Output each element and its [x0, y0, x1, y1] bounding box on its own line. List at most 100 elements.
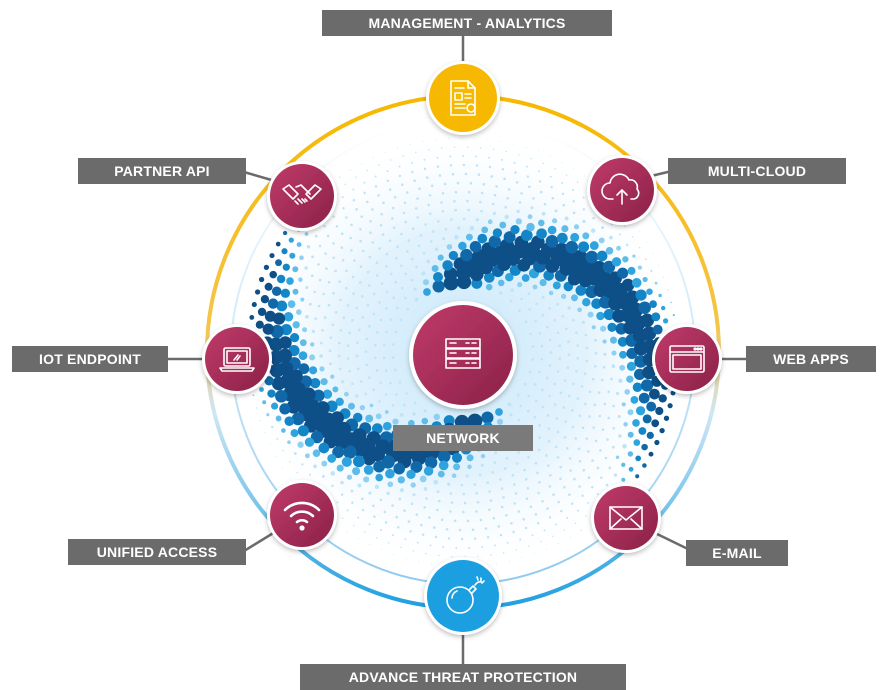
swirl-dot	[301, 463, 304, 466]
swirl-dot	[547, 440, 551, 443]
swirl-dot	[550, 156, 552, 158]
swirl-dot	[386, 491, 390, 496]
swirl-dot	[481, 546, 484, 549]
swirl-dot	[454, 190, 458, 194]
swirl-dot	[500, 140, 502, 142]
swirl-dot	[548, 290, 554, 296]
swirl-dot	[528, 545, 530, 547]
swirl-dot	[627, 431, 634, 438]
swirl-dot	[418, 187, 421, 190]
swirl-dot	[563, 529, 566, 531]
swirl-dot	[518, 309, 521, 312]
swirl-dot	[400, 183, 404, 186]
swirl-dot	[545, 454, 548, 457]
swirl-dot	[528, 370, 532, 374]
swirl-dot	[566, 447, 569, 450]
swirl-dot	[667, 289, 669, 291]
swirl-dot	[522, 518, 526, 521]
swirl-dot	[404, 220, 408, 224]
swirl-dot	[435, 139, 437, 141]
swirl-dot	[341, 259, 345, 262]
swirl-dot	[332, 291, 336, 295]
swirl-dot	[267, 389, 276, 398]
swirl-dot	[573, 249, 588, 264]
swirl-dot	[646, 401, 657, 412]
swirl-dot	[473, 483, 477, 486]
swirl-dot	[531, 358, 534, 361]
swirl-dot	[441, 210, 445, 213]
swirl-dot	[371, 241, 375, 244]
swirl-dot	[453, 146, 456, 148]
swirl-dot	[423, 487, 428, 491]
swirl-dot	[283, 312, 294, 322]
swirl-dot	[635, 455, 642, 462]
swirl-dot	[358, 328, 361, 332]
swirl-dot	[337, 354, 341, 358]
swirl-dot	[494, 544, 496, 547]
swirl-dot	[581, 320, 585, 324]
swirl-dot	[604, 456, 608, 460]
swirl-dot	[352, 188, 355, 191]
swirl-dot	[437, 449, 451, 463]
swirl-dot	[394, 330, 398, 334]
swirl-dot	[632, 254, 636, 258]
swirl-dot	[510, 288, 514, 292]
swirl-dot	[531, 345, 535, 348]
swirl-dot	[453, 463, 461, 471]
swirl-dot	[481, 226, 489, 234]
swirl-dot	[462, 510, 465, 514]
swirl-dot	[268, 350, 284, 365]
swirl-dot	[391, 404, 395, 407]
swirl-dot	[489, 499, 493, 502]
swirl-dot	[447, 537, 451, 540]
swirl-dot	[377, 194, 380, 197]
swirl-dot	[312, 389, 325, 402]
swirl-dot	[463, 501, 467, 505]
swirl-dot	[548, 364, 552, 367]
swirl-dot	[423, 409, 427, 413]
swirl-dot	[638, 427, 647, 435]
swirl-dot	[670, 301, 673, 304]
swirl-dot	[449, 164, 453, 167]
swirl-dot	[396, 245, 399, 248]
swirl-dot	[451, 173, 455, 176]
swirl-dot	[642, 414, 652, 424]
swirl-dot	[477, 173, 481, 176]
swirl-dot	[252, 394, 255, 397]
swirl-dot	[621, 402, 626, 407]
swirl-dot	[582, 468, 586, 472]
swirl-dot	[548, 485, 552, 488]
swirl-dot	[346, 509, 349, 512]
swirl-dot	[373, 515, 376, 518]
swirl-dot	[582, 232, 590, 240]
swirl-dot	[318, 278, 322, 282]
swirl-dot	[539, 190, 543, 194]
swirl-dot	[572, 318, 575, 322]
swirl-dot	[373, 460, 385, 473]
swirl-dot	[378, 164, 380, 166]
swirl-dot	[592, 260, 607, 275]
swirl-dot	[587, 311, 594, 318]
swirl-dot	[590, 485, 594, 489]
swirl-dot	[596, 250, 608, 262]
swirl-dot	[538, 170, 540, 173]
swirl-dot	[612, 404, 615, 408]
swirl-dot	[355, 354, 359, 358]
swirl-dot	[424, 223, 427, 226]
swirl-dot	[576, 344, 580, 347]
swirl-dot	[536, 471, 539, 475]
swirl-dot	[525, 165, 528, 168]
swirl-dot	[466, 146, 469, 148]
swirl-dot	[453, 519, 457, 523]
swirl-dot	[442, 546, 445, 548]
swirl-dot	[391, 504, 394, 507]
swirl-dot	[447, 482, 451, 486]
swirl-dot	[475, 492, 479, 495]
swirl-dot	[534, 513, 538, 516]
swirl-dot	[346, 357, 350, 360]
swirl-dot	[269, 253, 275, 259]
swirl-dot	[405, 191, 409, 194]
swirl-dot	[375, 369, 379, 372]
swirl-dot	[385, 307, 388, 310]
swirl-dot	[503, 177, 506, 181]
